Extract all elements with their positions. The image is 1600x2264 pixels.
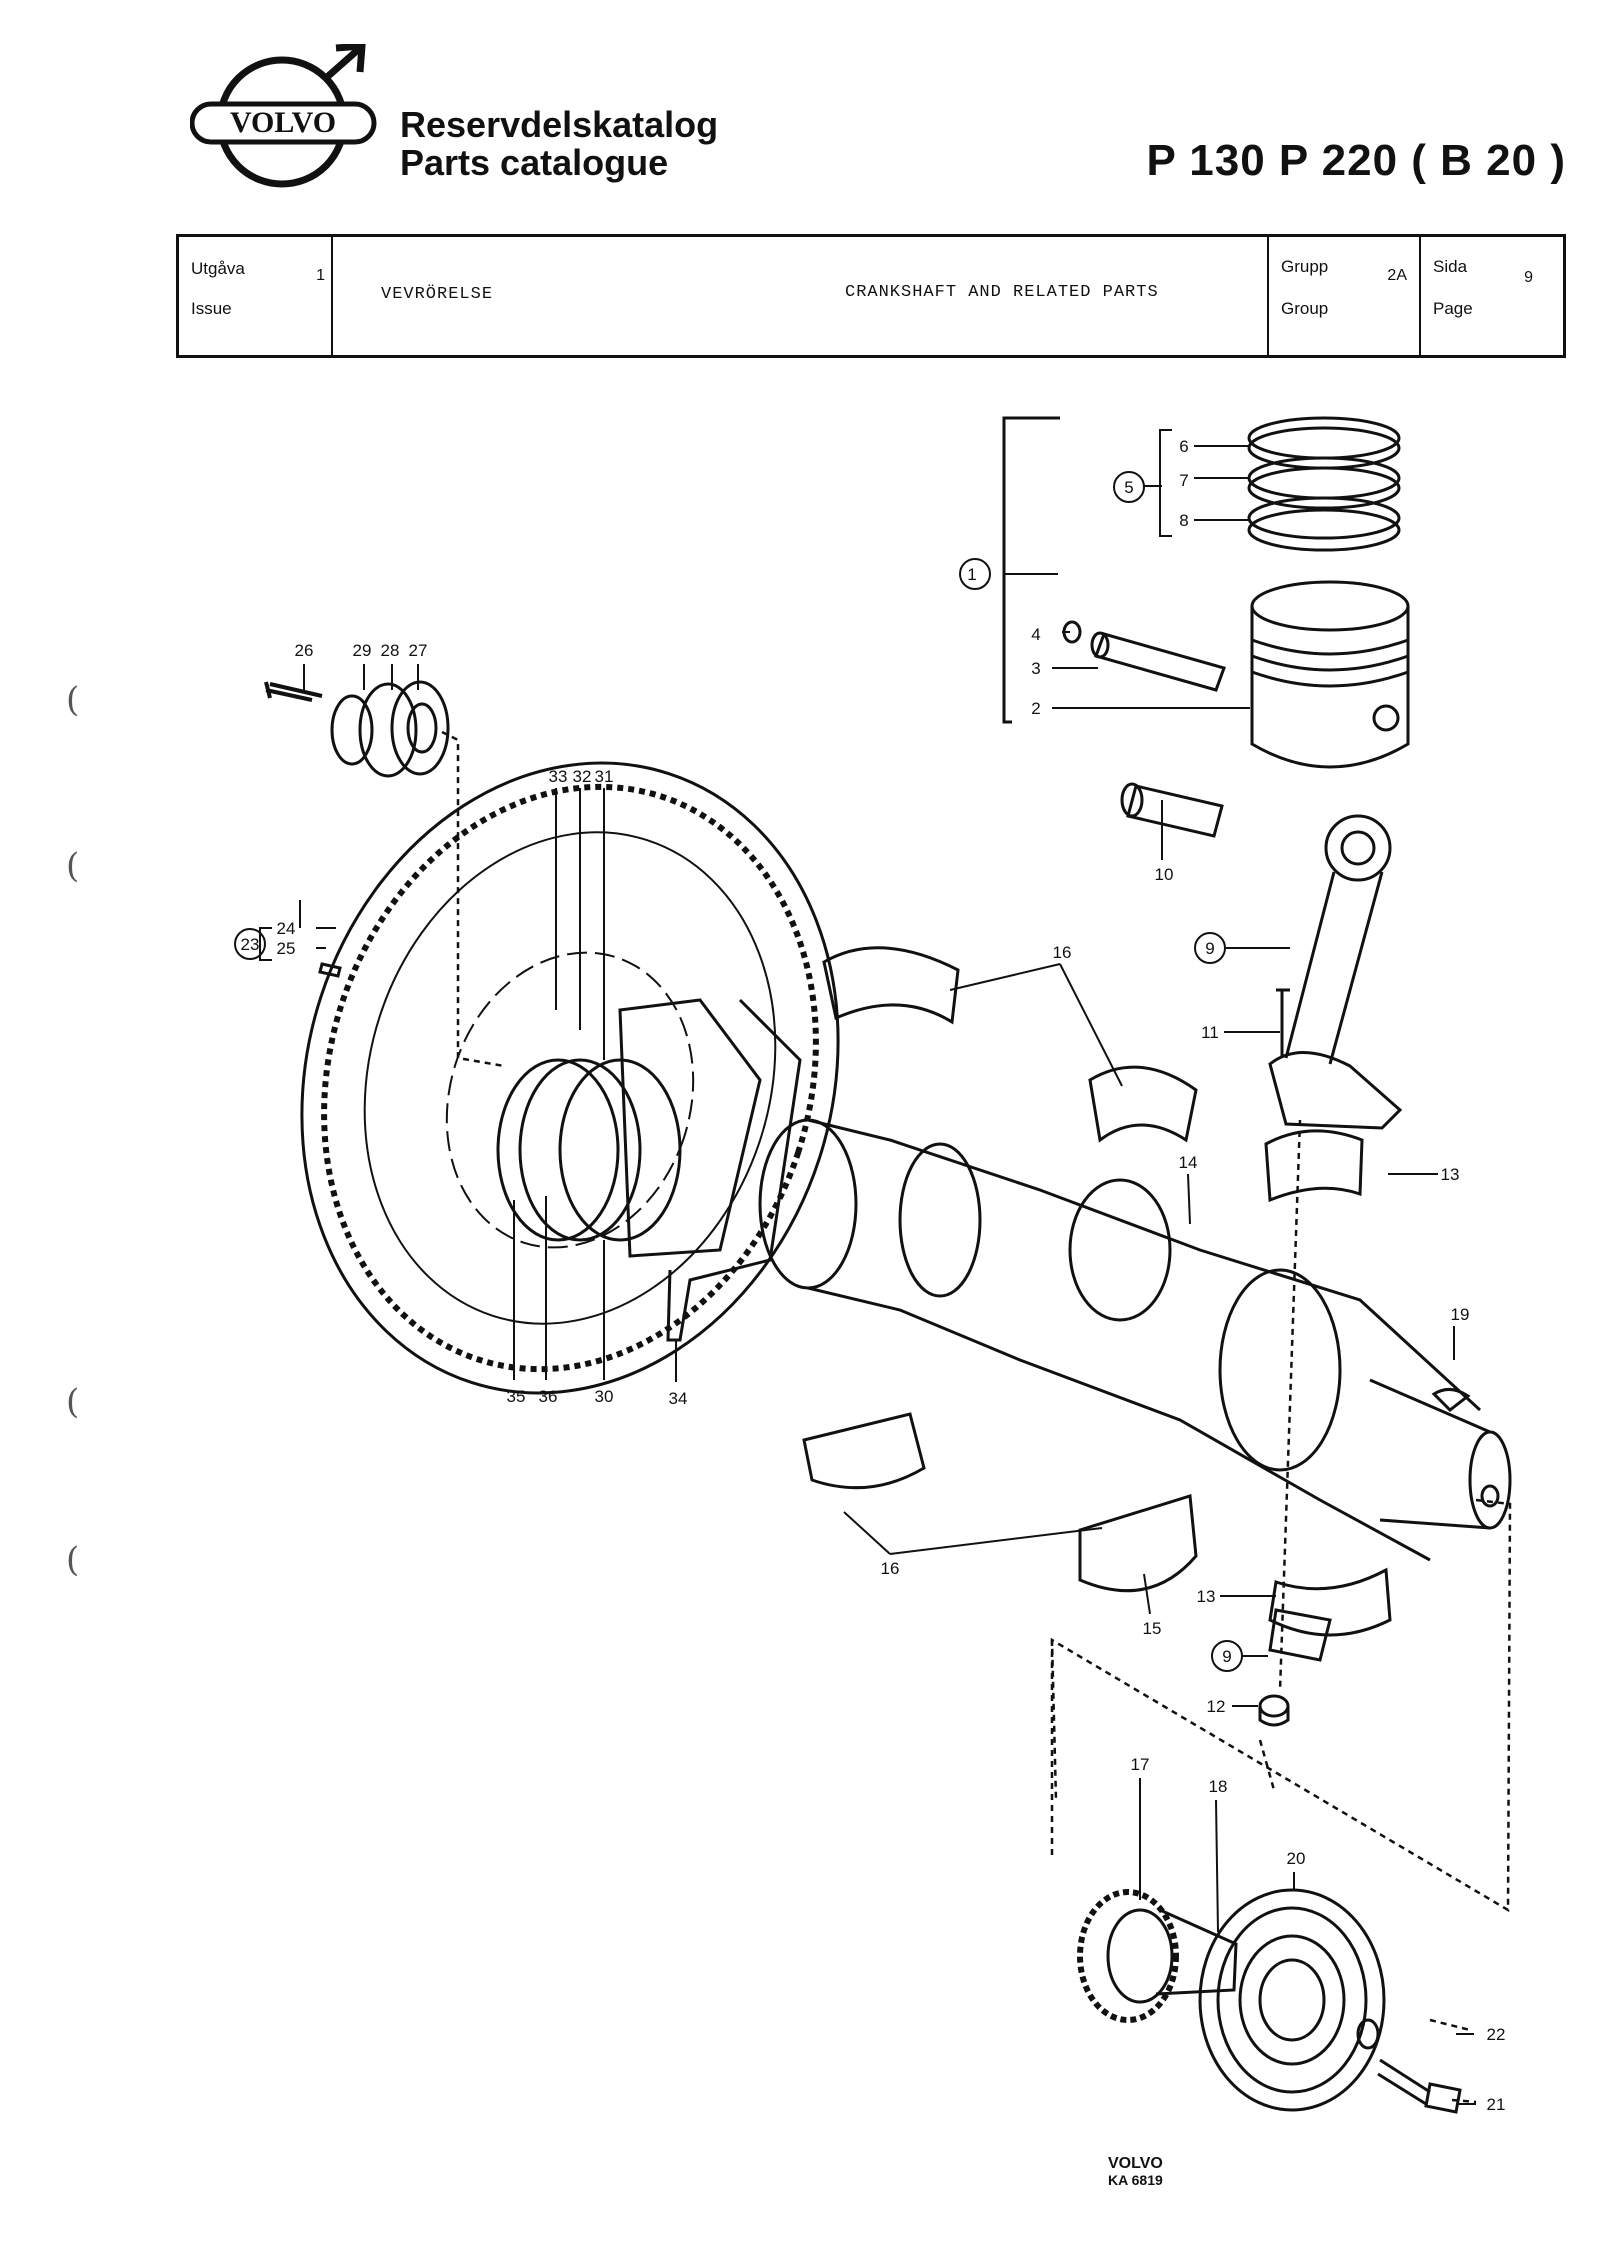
exploded-parts-drawing: 1 2 3 4 5 6 7 8 9 9 10 11 12 13 13 14 15…: [234, 416, 1512, 2114]
crank-pulley-icon: [1198, 1888, 1386, 2112]
connecting-rod-icon: [1268, 814, 1403, 1130]
callout-2: 2: [1031, 699, 1040, 718]
piston-icon: [1250, 580, 1410, 769]
callout-10: 10: [1155, 865, 1174, 884]
dowel-icon: [318, 962, 342, 978]
description-swedish: VEVRÖRELSE: [381, 285, 494, 304]
piston-rings-icon: [1247, 416, 1401, 552]
description-english: CRANKSHAFT AND RELATED PARTS: [845, 283, 1159, 302]
conrod-cap-icon: [1268, 1608, 1332, 1662]
piston-assembly-bracket: [1002, 416, 1060, 724]
woodruff-key-icon: [1431, 1388, 1471, 1412]
group-value: 2A: [1387, 267, 1407, 284]
page-label-en: Page: [1433, 299, 1473, 318]
conrod-nut-icon: [1258, 1694, 1290, 1727]
callout-34: 34: [669, 1389, 688, 1408]
callout-23: 23: [241, 935, 260, 954]
group-cell: Grupp Group 2A: [1269, 237, 1421, 355]
callout-18: 18: [1209, 1777, 1228, 1796]
callout-24: 24: [277, 919, 296, 938]
info-table: Utgåva Issue 1 VEVRÖRELSE CRANKSHAFT AND…: [176, 234, 1566, 358]
callout-13: 13: [1441, 1165, 1460, 1184]
footer-label: VOLVO KA 6819: [1108, 2155, 1163, 2189]
issue-label-en: Issue: [191, 299, 232, 318]
callout-8: 8: [1179, 511, 1188, 530]
callout-31: 31: [595, 767, 614, 786]
callout-21: 21: [1487, 2095, 1506, 2114]
callout-32: 32: [573, 767, 592, 786]
callout-1: 1: [967, 565, 976, 584]
callout-16: 16: [1053, 943, 1072, 962]
callout-27: 27: [409, 641, 428, 660]
callout-5: 5: [1124, 478, 1133, 497]
footer-drawing-code: KA 6819: [1108, 2172, 1163, 2188]
callout-30: 30: [595, 1387, 614, 1406]
conrod-bolt-icon: [1276, 988, 1290, 1058]
binding-mark: (: [66, 846, 80, 886]
callout-29: 29: [353, 641, 372, 660]
page-cell: Sida Page 9: [1421, 237, 1563, 355]
callout-35: 35: [507, 1387, 526, 1406]
callout-13-lower: 13: [1197, 1587, 1216, 1606]
callout-7: 7: [1179, 471, 1188, 490]
callout-36: 36: [539, 1387, 558, 1406]
callout-16-lower: 16: [881, 1559, 900, 1578]
washer-icon: [1356, 2018, 1380, 2050]
logo-brand-text: VOLVO: [230, 106, 336, 139]
callout-3: 3: [1031, 659, 1040, 678]
pulley-bolt-icon: [1377, 2058, 1462, 2114]
title-english: Parts catalogue: [400, 142, 669, 183]
timing-gear-icon: [1077, 1889, 1179, 2023]
page-label-sv: Sida: [1433, 257, 1468, 276]
flywheel-bolt-icon: [264, 681, 313, 702]
callout-9-lower: 9: [1222, 1647, 1231, 1666]
group-label-en: Group: [1281, 299, 1329, 318]
callout-25: 25: [277, 939, 296, 958]
small-end-bush-icon: [1120, 782, 1224, 838]
callout-19: 19: [1451, 1305, 1470, 1324]
issue-cell: Utgåva Issue 1: [179, 237, 333, 355]
issue-value: 1: [316, 267, 325, 284]
flywheel-icon: [300, 761, 840, 1395]
page-value: 9: [1524, 269, 1533, 286]
callout-9: 9: [1205, 939, 1214, 958]
callout-6: 6: [1179, 437, 1188, 456]
callout-22: 22: [1487, 2025, 1506, 2044]
callout-15: 15: [1143, 1619, 1162, 1638]
main-bearing-shell-icon: [802, 946, 1392, 1637]
callout-33: 33: [549, 767, 568, 786]
footer-brand: VOLVO: [1108, 2155, 1163, 2172]
binding-mark: (: [66, 1540, 80, 1580]
description-cell: VEVRÖRELSE CRANKSHAFT AND RELATED PARTS: [333, 237, 1269, 355]
callout-12: 12: [1207, 1697, 1226, 1716]
callout-17: 17: [1131, 1755, 1150, 1774]
callout-20: 20: [1287, 1849, 1306, 1868]
callout-26: 26: [295, 641, 314, 660]
group-label-sv: Grupp: [1281, 257, 1329, 276]
title-swedish: Reservdelskatalog: [400, 104, 719, 145]
binding-mark: (: [66, 1382, 80, 1422]
callout-11: 11: [1201, 1023, 1219, 1042]
binding-mark: (: [66, 680, 80, 720]
spacer-sleeve-icon: [1155, 1908, 1238, 1996]
volvo-logo-icon: VOLVO: [190, 44, 377, 188]
crankshaft-icon: [758, 1118, 1512, 1562]
pilot-bearing-icon: [269, 680, 450, 778]
issue-label-sv: Utgåva: [191, 259, 245, 278]
rear-seal-housing-icon: [496, 998, 802, 1342]
callout-4: 4: [1031, 625, 1040, 644]
callout-28: 28: [381, 641, 400, 660]
callout-14: 14: [1179, 1153, 1198, 1172]
gudgeon-pin-icon: [1090, 631, 1226, 692]
model-designation: P 130 P 220 ( B 20 ): [1146, 136, 1566, 185]
